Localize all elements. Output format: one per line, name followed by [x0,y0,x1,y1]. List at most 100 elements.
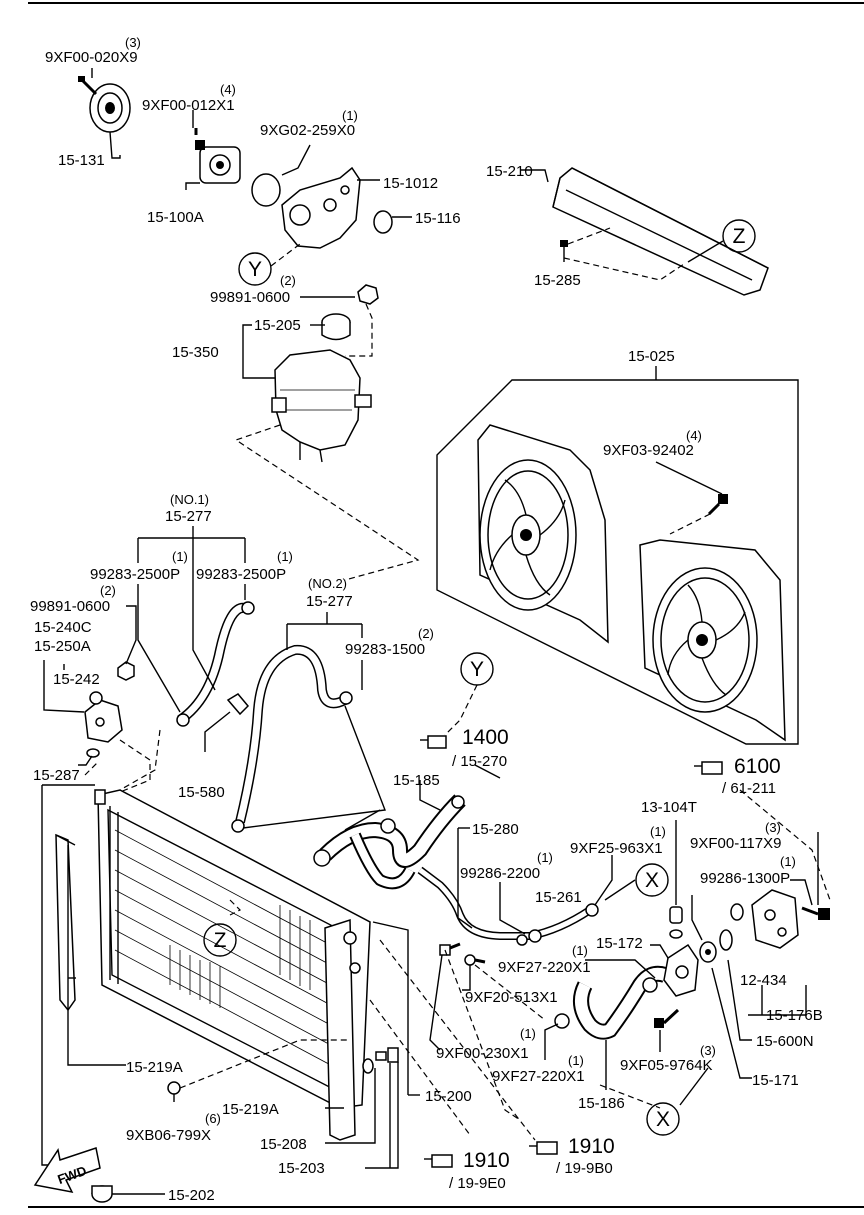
label-15-210: 15-210 [486,163,533,180]
label-15-219a-left: 15-219A [126,1059,183,1076]
label-15-116: 15-116 [415,210,461,227]
label-15-580: 15-580 [178,784,225,801]
label-9xf00-117x9: 9XF00-117X9 [690,835,781,852]
qty-9xf00-117x9: (3) [765,820,781,835]
water-outlet-15-176b [751,889,799,949]
clamp-no1-upper [241,601,255,615]
grommet-15-287 [86,748,100,758]
label-15-261: 15-261 [535,889,582,906]
label-15-171: 15-171 [752,1072,799,1089]
fwd-arrow-icon [33,1147,101,1194]
label-15-240c: 15-240C [34,619,92,636]
clamp-no1-lower [176,713,190,727]
label-no2: (NO.2) [308,576,347,591]
o-ring-15-208 [362,1058,374,1074]
fan-shroud-right [639,539,786,742]
ref-circle-z-radiator [203,923,237,957]
cap-15-205 [321,313,351,341]
qty-9xf00-012x1: (4) [220,82,236,97]
qty-9xb06-799x: (6) [205,1111,221,1126]
clamp-no2-lower [231,819,245,833]
nut-99891-0600-side [117,661,135,681]
label-99891-0600-top: 99891-0600 [210,289,290,306]
label-15-172: 15-172 [596,935,643,952]
ref-19-9b0: / 19-9B0 [556,1160,613,1177]
bracket-15-250a [84,699,123,743]
label-9xg02-259x0: 9XG02-259X0 [260,122,355,139]
circle-y-mid-letter: Y [470,658,484,681]
label-15-280: 15-280 [472,821,519,838]
label-15-285: 15-285 [534,272,581,289]
pump-housing-15-1012 [281,166,361,249]
qty-99286-2200: (1) [537,850,553,865]
label-99286-1300p: 99286-1300P [700,870,790,887]
label-15-277-no2: 15-277 [306,593,353,610]
label-15-202: 15-202 [168,1187,215,1204]
thermostat-15-172 [699,941,717,963]
ref-1910-a: 1910 [568,1135,615,1158]
label-15-242: 15-242 [53,671,100,688]
clamp-upper-hose-a [313,849,331,867]
label-9xf05-9764k: 9XF05-9764K [620,1057,713,1074]
hand-pointer-icon-1400 [420,735,447,749]
tank-right [324,918,361,1141]
fan-assembly-box [436,379,799,745]
qty-99283-2500p-b: (1) [277,549,293,564]
ref-1400: 1400 [462,726,509,749]
gasket-12-434 [719,929,733,951]
qty-99891-0600-side: (2) [100,583,116,598]
hand-pointer-icon-1910-b [424,1154,453,1168]
clamp-upper-hose-c [451,795,465,809]
qty-9xf00-020x9: (3) [125,35,141,50]
circle-y-top-letter: Y [248,258,262,281]
label-15-185: 15-185 [393,772,440,789]
water-pump-15-100a [194,128,241,184]
label-99286-2200: 99286-2200 [460,865,540,882]
side-seal-15-219a-left [55,833,76,1012]
qty-15-171: (3) [700,1043,716,1058]
circle-x-bottom-letter: X [656,1108,670,1131]
label-15-176b: 15-176B [766,1007,823,1024]
thermostat-housing-15-171 [663,943,699,997]
label-99891-0600-side: 99891-0600 [30,598,110,615]
label-13-104t: 13-104T [641,799,697,816]
ref-circle-y-top [238,252,272,286]
label-15-131: 15-131 [58,152,105,169]
label-9xf00-020x9: 9XF00-020X9 [45,49,138,66]
qty-9xg02-259x0: (1) [342,108,358,123]
label-99283-2500p-b: 99283-2500P [196,566,286,583]
qty-9xf25-963x1: (1) [650,824,666,839]
label-15-250a: 15-250A [34,638,91,655]
clamp-upper-hose-b [380,818,396,834]
label-9xf03-92402: 9XF03-92402 [603,442,694,459]
label-9xf27-220x1-a: 9XF27-220X1 [498,959,591,976]
circle-x-right-letter: X [645,869,659,892]
clamp-9xf25 [585,903,599,917]
bolt-9xf03-92402 [707,494,728,516]
bush-15-242 [89,691,103,705]
bolt-9xf00-230x1 [439,942,461,956]
sensor-13-104t [669,906,683,939]
o-ring-15-600n [730,903,744,921]
ref-circle-x-right [635,863,669,897]
label-99283-1500: 99283-1500 [345,641,425,658]
clamp-9xf27-upper [642,977,658,993]
ref-19-9e0: / 19-9E0 [449,1175,506,1192]
bolt-9xb06-799x [167,1081,181,1095]
bolt-9xf00-117x9 [801,906,830,920]
label-15-025: 15-025 [628,348,675,365]
hand-pointer-icon-1910-a [529,1141,558,1155]
qty-9xf27-220x1-b: (1) [568,1053,584,1068]
label-9xf00-012x1: 9XF00-012X1 [142,97,235,114]
label-9xf25-963x1: 9XF25-963X1 [570,840,663,857]
qty-9xf00-230x1: (1) [520,1026,536,1041]
ref-15-270: / 15-270 [452,753,507,770]
label-12-434: 12-434 [740,972,787,989]
ref-circle-z-top [722,219,756,253]
label-9xb06-799x: 9XB06-799X [126,1127,211,1144]
qty-99891-0600-top: (2) [280,273,296,288]
fan-shroud-left [477,424,609,644]
circle-z-top-letter: Z [733,225,746,248]
label-15-200: 15-200 [425,1088,472,1105]
